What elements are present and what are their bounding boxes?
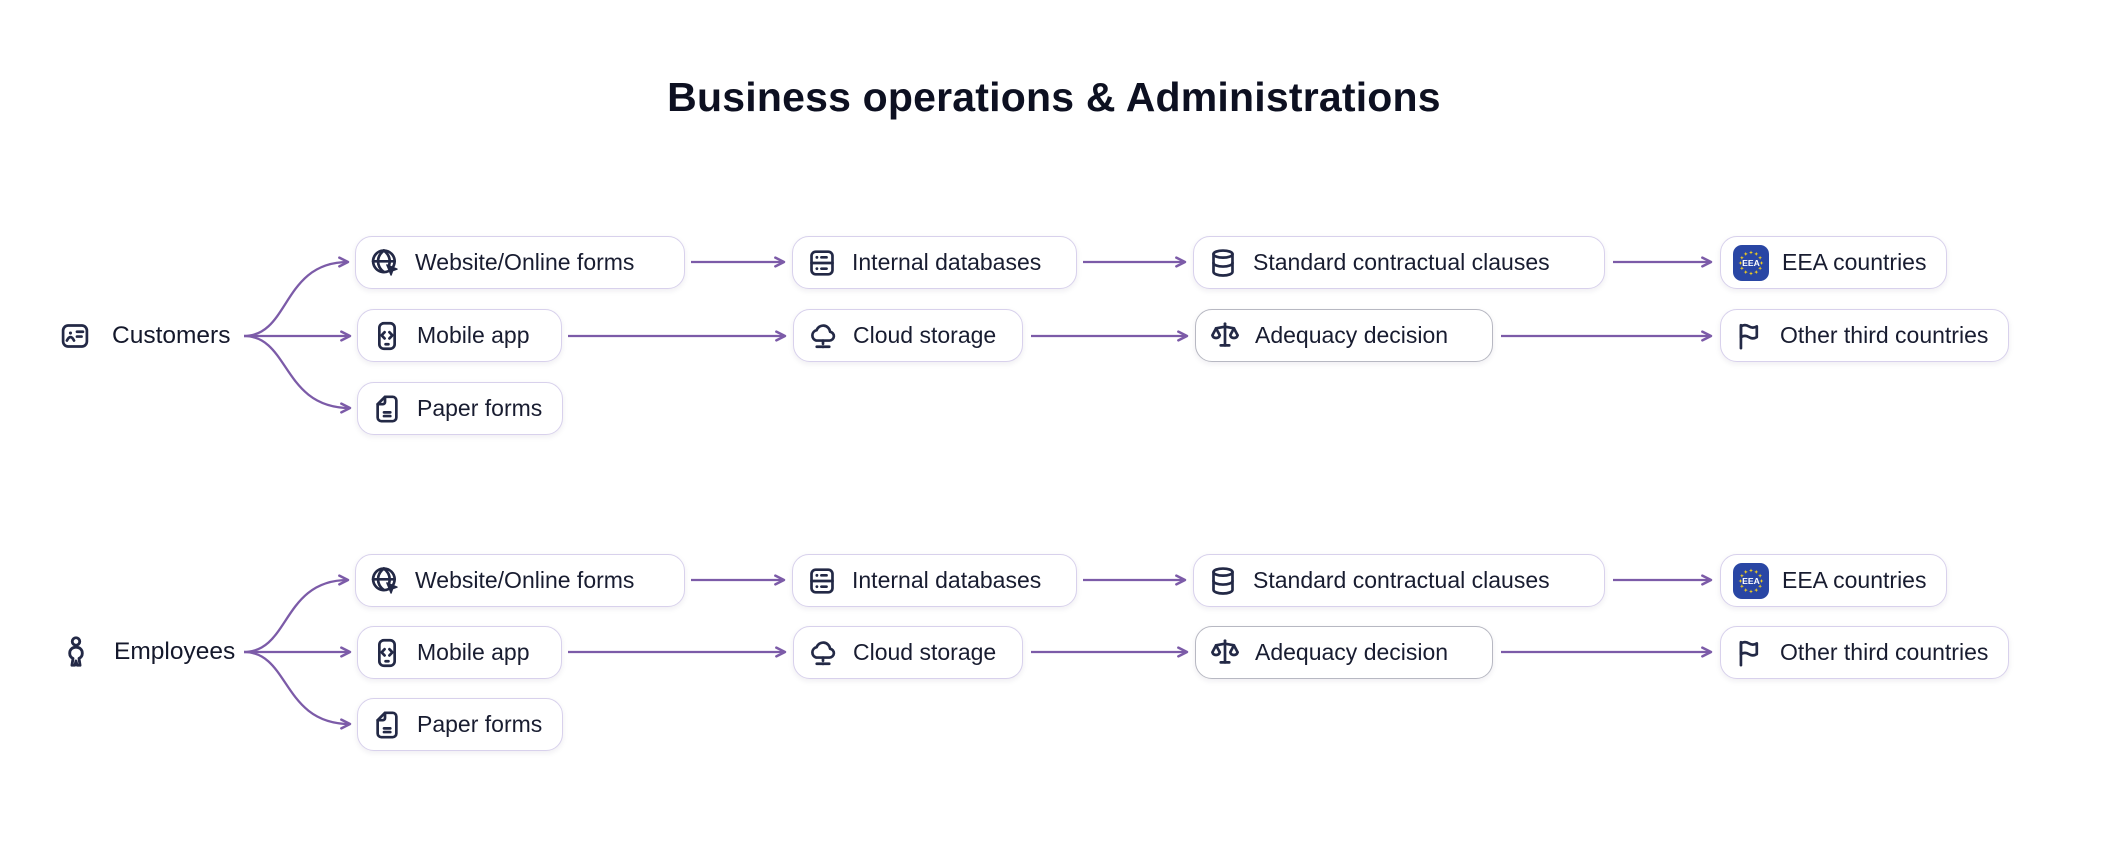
edge-customers-to-website [243, 256, 350, 338]
flag-icon [1739, 640, 1759, 667]
node-label: Other third countries [1780, 639, 1989, 665]
page-title: Business operations & Administrations [667, 74, 1441, 120]
node-label: Standard contractual clauses [1253, 567, 1550, 593]
node-label: Cloud storage [853, 322, 997, 348]
node-internal-databases[interactable]: Internal databases [792, 236, 1077, 289]
globe-pointer-icon [371, 566, 399, 594]
eea-badge-text: EEA [1742, 258, 1760, 268]
node-label: Other third countries [1780, 322, 1989, 348]
scales-icon [1211, 320, 1239, 347]
node-standard-contractual-clauses[interactable]: Standard contractual clauses [1193, 236, 1605, 289]
eea-badge-text: EEA [1742, 576, 1760, 586]
node-label: Website/Online forms [415, 567, 635, 593]
node-label: EEA countries [1782, 249, 1927, 275]
node-label: Adequacy decision [1255, 322, 1449, 348]
node-mobile-app[interactable]: Mobile app [357, 309, 562, 362]
node-label: EEA countries [1782, 567, 1927, 593]
cloud-network-icon [811, 640, 836, 667]
node-internal-databases-2[interactable]: Internal databases [792, 554, 1077, 607]
globe-pointer-icon [371, 248, 399, 276]
database-icon [1212, 566, 1234, 595]
node-label: Internal databases [852, 567, 1042, 593]
node-label: Website/Online forms [415, 249, 635, 275]
cloud-network-icon [811, 323, 836, 350]
node-standard-contractual-clauses-2[interactable]: Standard contractual clauses [1193, 554, 1605, 607]
eea-badge-icon: EEA [1733, 562, 1769, 599]
node-paper-forms-2[interactable]: Paper forms [357, 698, 564, 751]
node-eea-countries[interactable]: EEA EEA countries [1720, 236, 1948, 289]
database-icon [1212, 248, 1234, 277]
node-other-third-countries-2[interactable]: Other third countries [1720, 626, 2010, 679]
server-icon [810, 249, 834, 276]
person-icon [68, 636, 84, 667]
node-adequacy-decision-2[interactable]: Adequacy decision [1195, 626, 1493, 679]
paper-form-icon [376, 710, 398, 739]
group-label-text: Employees [114, 638, 236, 665]
node-eea-countries-2[interactable]: EEA EEA countries [1720, 554, 1948, 607]
node-label: Internal databases [852, 249, 1042, 275]
node-cloud-storage-2[interactable]: Cloud storage [793, 626, 1023, 679]
eea-badge-icon: EEA [1733, 244, 1769, 281]
id-card-icon [61, 324, 89, 348]
node-mobile-app-2[interactable]: Mobile app [357, 626, 562, 679]
edge-customers-to-paper-forms [243, 334, 352, 414]
paper-form-icon [376, 394, 398, 423]
node-label: Cloud storage [853, 639, 997, 665]
group-label-employees: Employees [58, 626, 235, 678]
scales-icon [1211, 637, 1239, 664]
flag-icon [1739, 323, 1759, 350]
node-paper-forms[interactable]: Paper forms [357, 382, 564, 435]
node-other-third-countries[interactable]: Other third countries [1720, 309, 2010, 362]
server-icon [810, 567, 834, 594]
node-label: Mobile app [417, 322, 530, 348]
group-label-text: Customers [112, 322, 231, 349]
node-label: Mobile app [417, 639, 530, 665]
node-label: Adequacy decision [1255, 639, 1449, 665]
node-label: Standard contractual clauses [1253, 249, 1550, 275]
node-label: Paper forms [417, 395, 543, 421]
mobile-code-icon [378, 321, 396, 350]
node-cloud-storage[interactable]: Cloud storage [793, 309, 1023, 362]
node-website-online-forms[interactable]: Website/Online forms [355, 236, 685, 289]
edge-employees-to-paper-forms [243, 650, 352, 730]
node-adequacy-decision[interactable]: Adequacy decision [1195, 309, 1493, 362]
node-label: Paper forms [417, 711, 543, 737]
group-label-customers: Customers [58, 310, 230, 362]
mobile-code-icon [378, 638, 396, 667]
node-website-online-forms-2[interactable]: Website/Online forms [355, 554, 685, 607]
edge-employees-to-website [243, 574, 350, 654]
